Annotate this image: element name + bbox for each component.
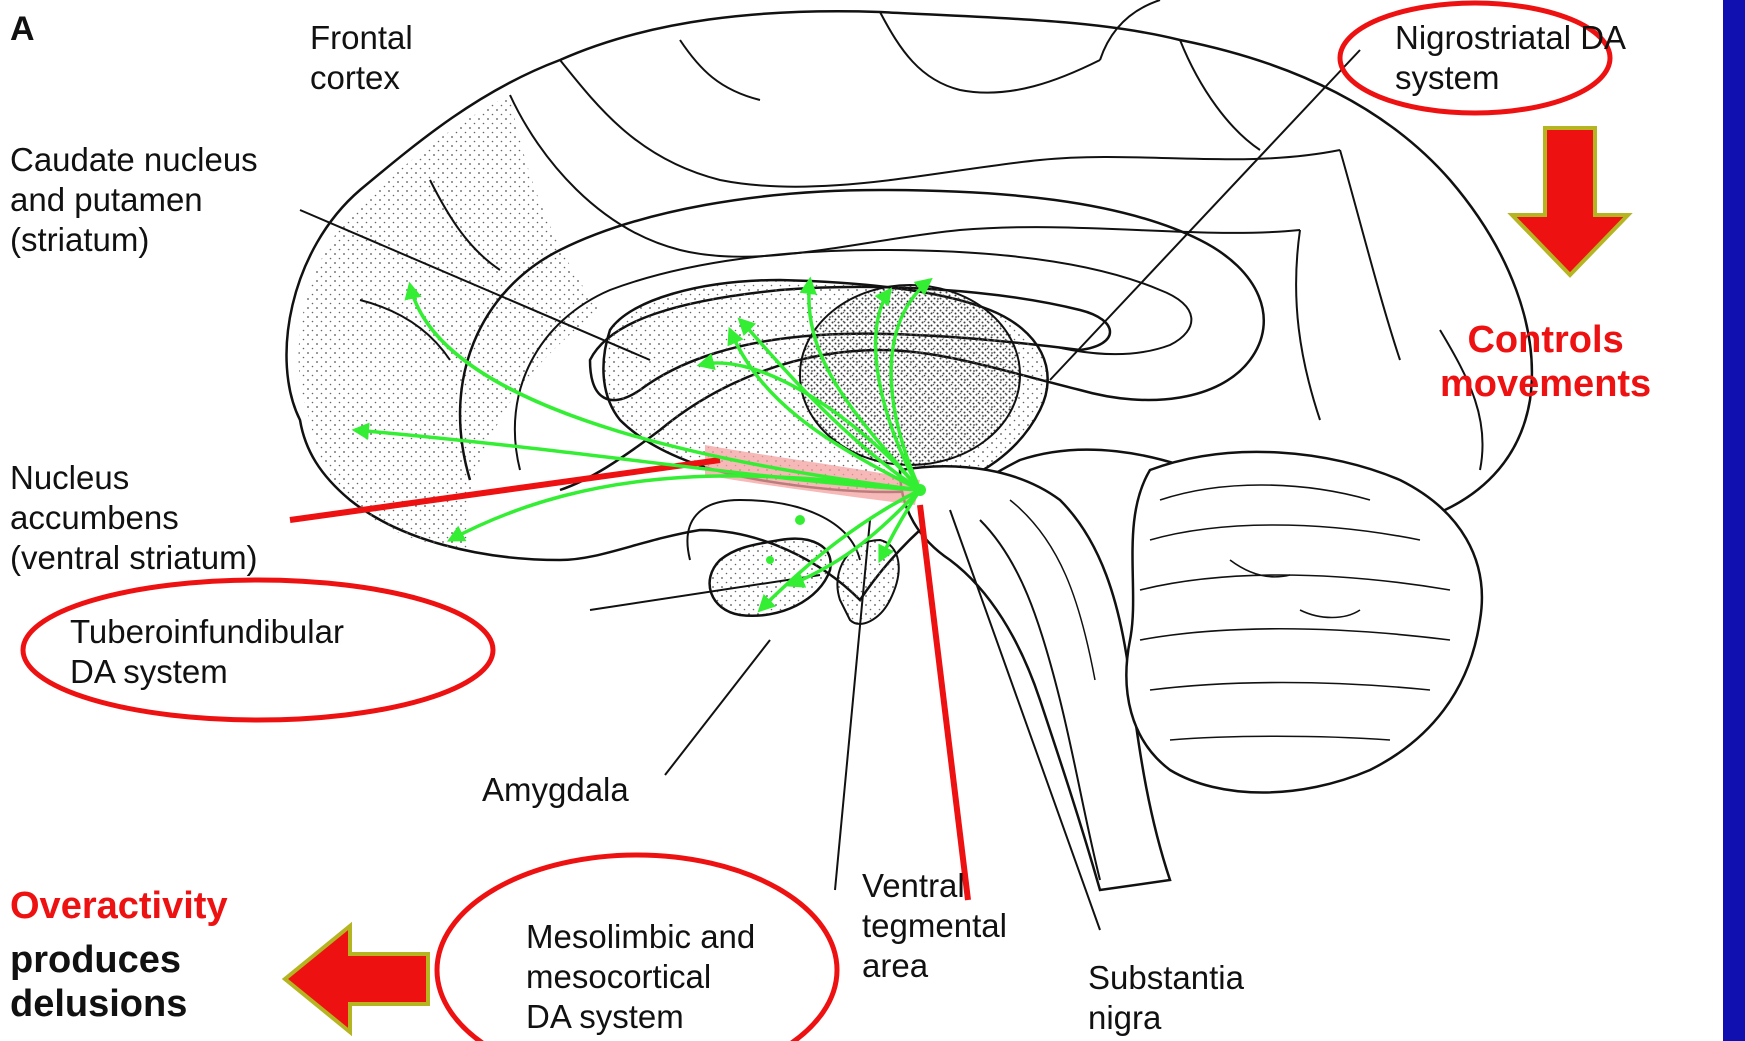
label-nigrostriatal: Nigrostriatal DA system bbox=[1395, 18, 1626, 98]
label-substantia-nigra: Substantia nigra bbox=[1088, 958, 1244, 1038]
label-amygdala: Amygdala bbox=[482, 770, 629, 810]
annotation-produces-delusions: produces delusions bbox=[10, 938, 187, 1026]
label-tuberoinfundibular: Tuberoinfundibular DA system bbox=[70, 612, 344, 692]
slide-accent-bar bbox=[1723, 0, 1745, 1041]
label-caudate-putamen: Caudate nucleus and putamen (striatum) bbox=[10, 140, 258, 260]
panel-letter: A bbox=[10, 10, 35, 48]
down-arrow-icon bbox=[1512, 128, 1628, 275]
thalamus bbox=[800, 285, 1020, 465]
cerebellum bbox=[1126, 452, 1482, 793]
left-arrow-icon bbox=[285, 926, 428, 1032]
label-mesolimbic: Mesolimbic and mesocortical DA system bbox=[526, 917, 755, 1037]
label-ventral-tegmental-area: Ventral tegmental area bbox=[862, 866, 1007, 986]
label-frontal-cortex: Frontal cortex bbox=[310, 18, 413, 98]
annotation-overactivity: Overactivity bbox=[10, 884, 228, 928]
amygdala-lobe bbox=[710, 539, 831, 616]
annotation-controls-movements: Controls movements bbox=[1440, 318, 1651, 406]
label-nucleus-accumbens: Nucleus accumbens (ventral striatum) bbox=[10, 458, 258, 578]
